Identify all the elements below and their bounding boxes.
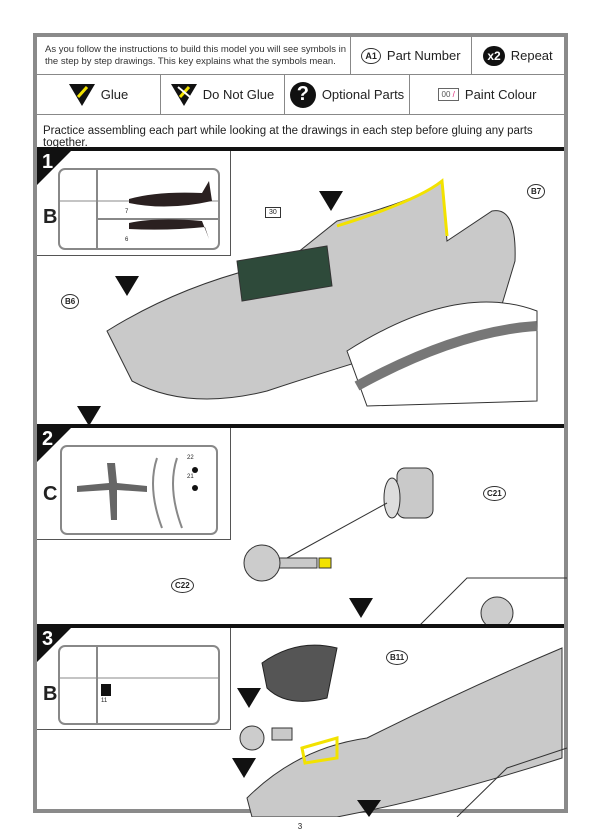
step-number: 3 xyxy=(42,628,54,650)
sprue-letter: B xyxy=(43,683,58,705)
glue-icon xyxy=(68,83,95,106)
step-3: 3 B 11 B11 xyxy=(37,624,568,817)
sprue-b-diagram xyxy=(58,168,220,250)
do-not-glue-icon xyxy=(170,83,197,106)
key-do-not-glue: Do Not Glue xyxy=(161,75,285,114)
fuselage-assembly-drawing xyxy=(77,178,538,426)
instruction-page: As you follow the instructions to build … xyxy=(33,33,568,817)
part-label-b11: B11 xyxy=(386,650,409,665)
part-label-b7: B7 xyxy=(527,184,546,199)
part-number-label: Part Number xyxy=(386,48,461,63)
page-number: 3 xyxy=(297,822,303,831)
key-paint: 00 / Paint Colour xyxy=(410,75,564,114)
key-repeat: x2 Repeat xyxy=(472,37,564,74)
sprue-number: 21 xyxy=(187,474,194,480)
sprue-panel: 1 B 7 6 xyxy=(37,151,231,256)
step-number: 1 xyxy=(42,151,54,173)
sprue-number: 11 xyxy=(101,698,108,704)
repeat-icon: x2 xyxy=(483,45,505,66)
sprue-letter: C xyxy=(43,483,58,505)
question-icon: ? xyxy=(289,81,316,108)
step-number-badge: 3 xyxy=(37,628,71,662)
step-number: 2 xyxy=(42,428,54,450)
sprue-b-diagram xyxy=(58,645,220,725)
sprue-c-diagram xyxy=(60,445,218,535)
sprue-number: 6 xyxy=(125,237,129,243)
sprue-number: 22 xyxy=(187,455,194,461)
key-part-number: A1 Part Number xyxy=(351,37,472,74)
paint-label: Paint Colour xyxy=(464,87,537,102)
do-not-glue-label: Do Not Glue xyxy=(202,87,275,102)
step-number-badge: 1 xyxy=(37,151,71,185)
key-optional: ? Optional Parts xyxy=(285,75,410,114)
step-number-badge: 2 xyxy=(37,428,71,462)
part-label-b6: B6 xyxy=(61,294,80,309)
sprue-letter: B xyxy=(43,206,58,228)
paint-icon: 00 / xyxy=(437,88,459,101)
part-label-c21: C21 xyxy=(483,486,506,501)
practice-note: Practice assembling each part while look… xyxy=(43,125,533,149)
part-number-sample: A1 xyxy=(361,47,381,64)
key-row-1: As you follow the instructions to build … xyxy=(37,37,564,75)
optional-label: Optional Parts xyxy=(321,87,405,102)
propeller-shaft-drawing xyxy=(243,467,567,628)
sprue-panel: 3 B 11 xyxy=(37,628,231,730)
key-glue: Glue xyxy=(37,75,161,114)
key-intro: As you follow the instructions to build … xyxy=(37,37,351,74)
repeat-label: Repeat xyxy=(510,48,553,63)
step-2: 2 C 22 21 C21 C22 xyxy=(37,424,567,628)
paint-sample: 00 xyxy=(441,90,451,99)
step-1: 1 B 7 6 B7 B6 30 xyxy=(37,147,564,426)
glue-label: Glue xyxy=(100,87,129,102)
sprue-number: 7 xyxy=(125,209,129,215)
paint-callout: 30 xyxy=(265,207,281,218)
key-row-2: Glue Do Not Glue ? Optional Parts 00 / P… xyxy=(37,75,564,115)
sprue-panel: 2 C 22 21 xyxy=(37,428,231,540)
part-label-c22: C22 xyxy=(171,578,194,593)
cowling-assembly-drawing xyxy=(232,644,568,817)
